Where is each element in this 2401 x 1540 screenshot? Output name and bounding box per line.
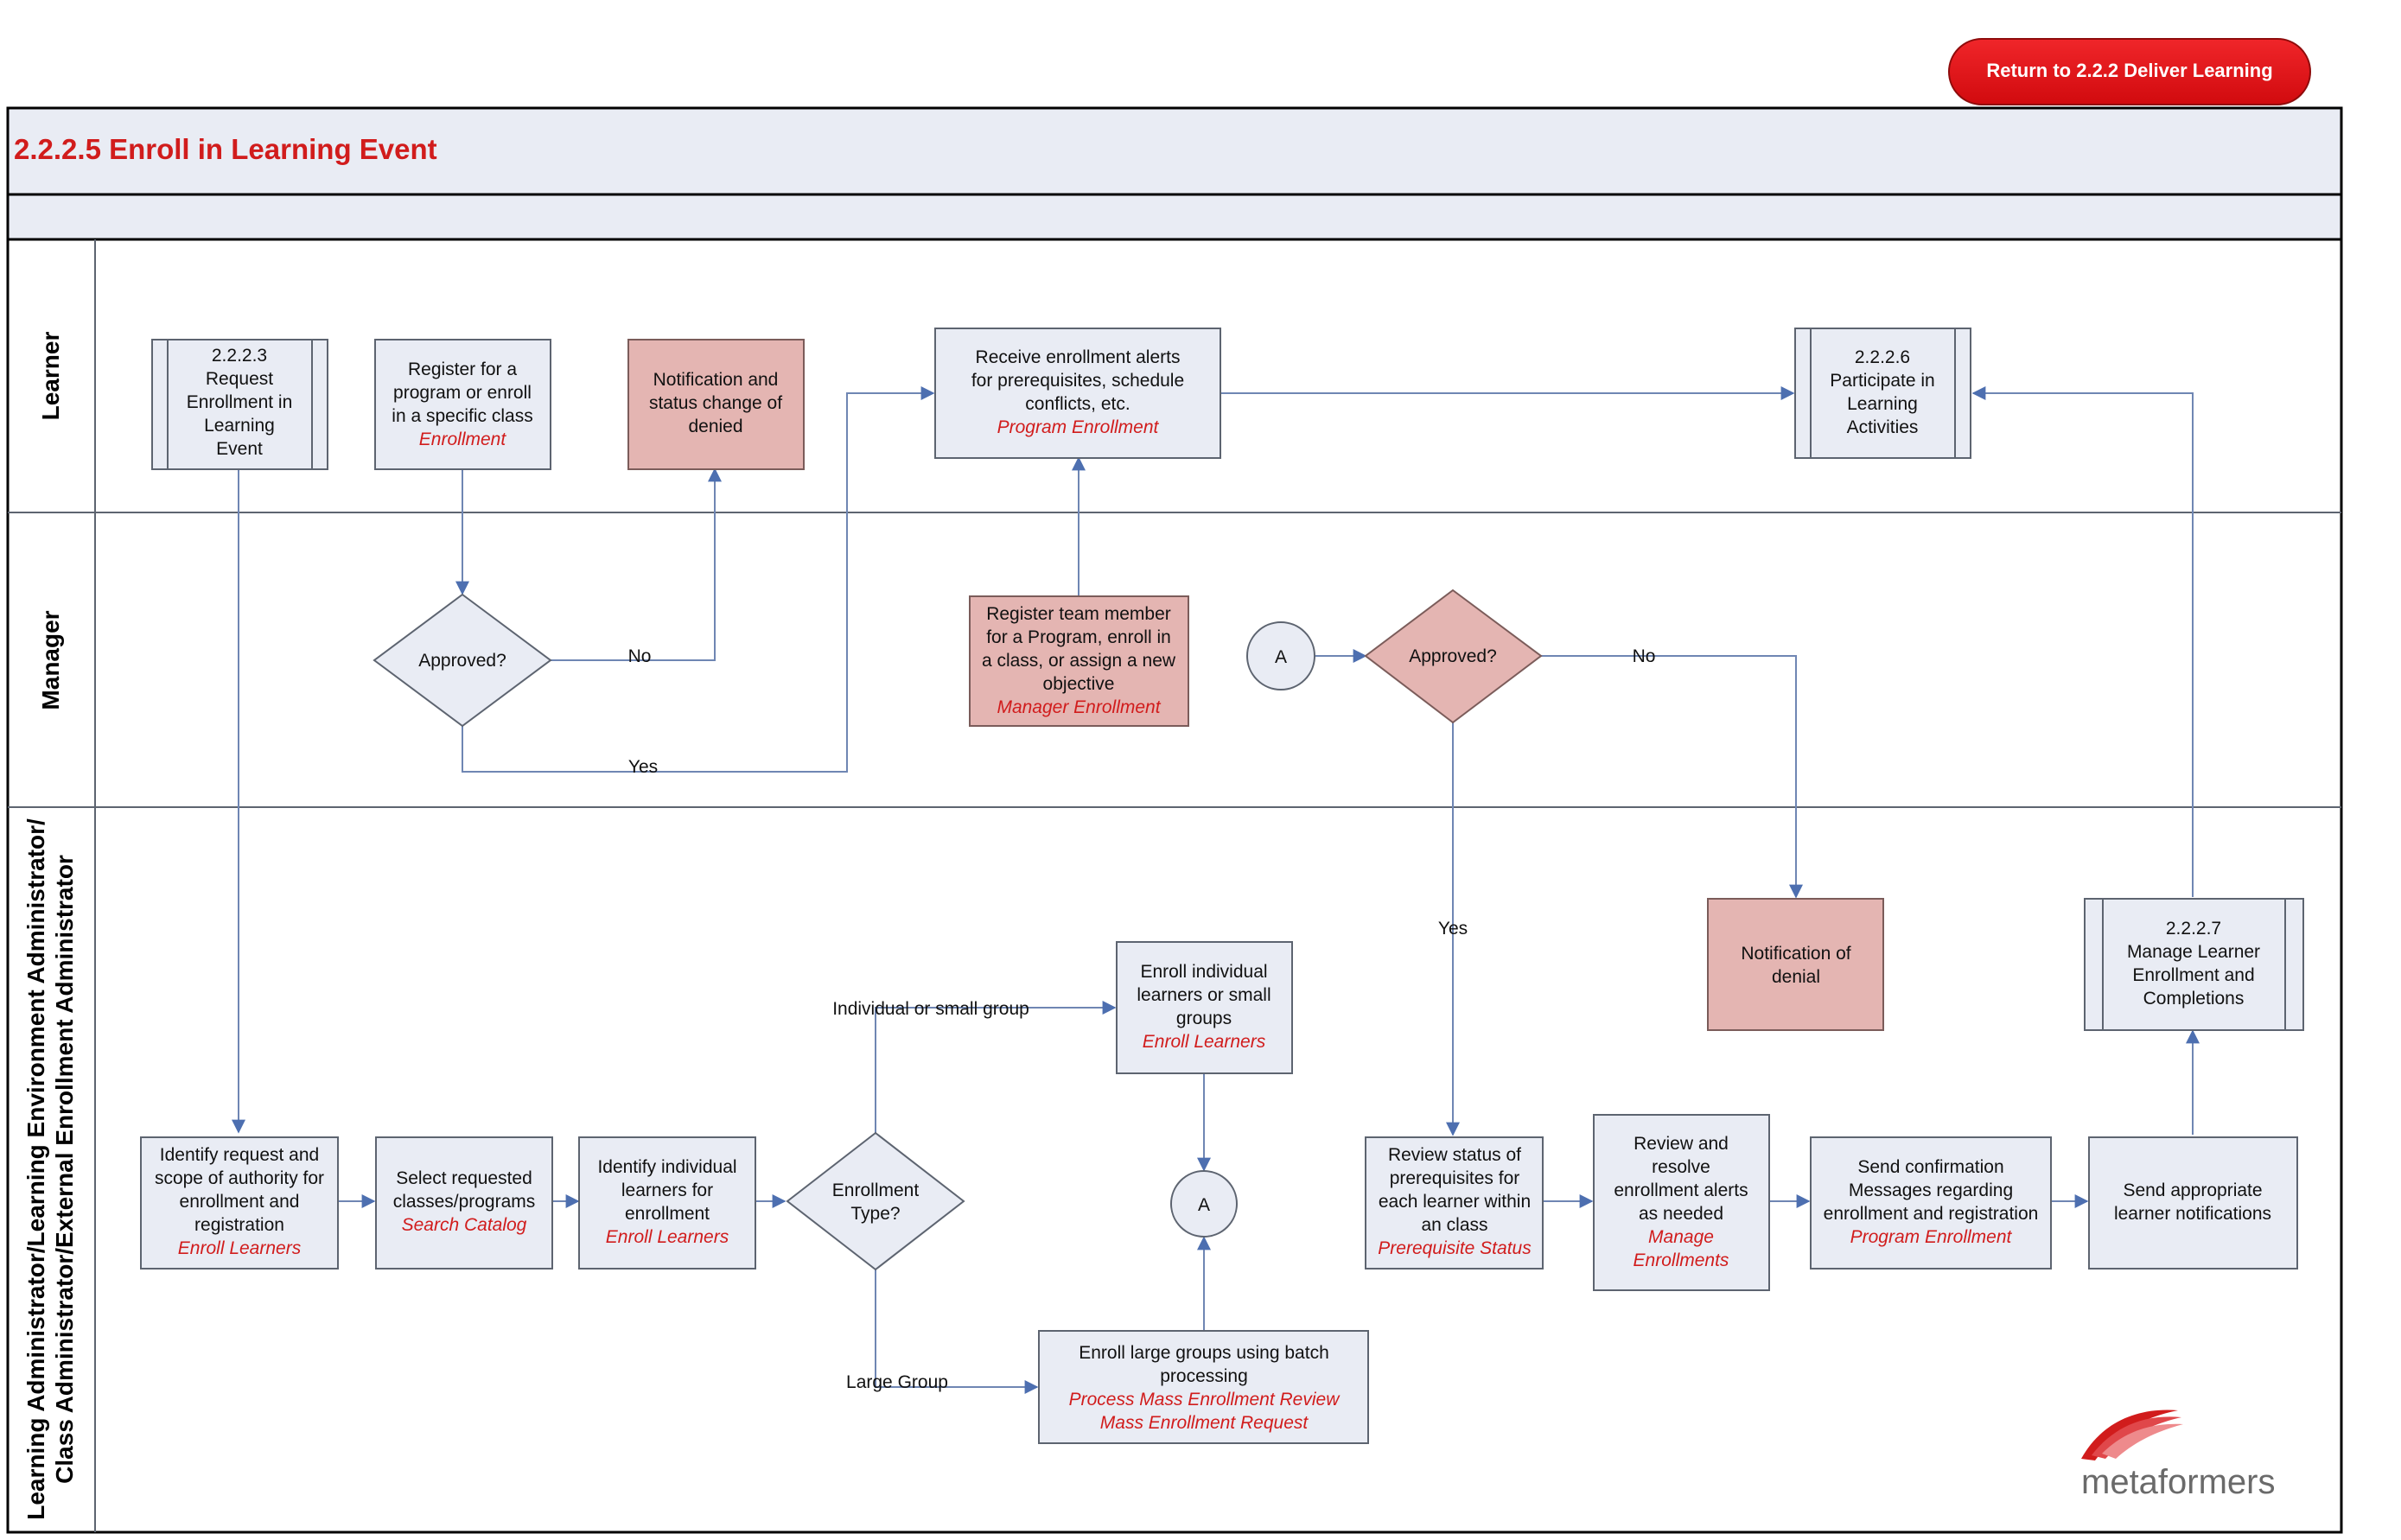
return-button[interactable]: Return to 2.2.2 Deliver Learning (1948, 38, 2311, 105)
lane-manager: Manager (37, 610, 64, 710)
subtitle-band (6, 193, 2343, 241)
svg-text:A: A (1198, 1195, 1210, 1215)
svg-text:Approved?: Approved? (418, 651, 506, 671)
connector-a-top: A (1246, 621, 1315, 690)
svg-text:Approved?: Approved? (1409, 646, 1497, 666)
lane-admin-line2: Class Administrator/External Enrollment … (51, 855, 78, 1484)
decision-approved-1[interactable]: Approved? (373, 593, 552, 728)
svg-text:metaformers: metaformers (2081, 1463, 2276, 1501)
edge-label-no-1: No (628, 646, 652, 666)
return-button-label: Return to 2.2.2 Deliver Learning (1986, 60, 2272, 81)
page-title: 2.2.2.5 Enroll in Learning Event (14, 133, 437, 165)
edge-label-yes-2: Yes (1438, 919, 1468, 939)
edge-label-no-2: No (1633, 646, 1656, 666)
lane-learner: Learner (37, 332, 64, 421)
title-band (6, 106, 2343, 196)
edge-label-large: Large Group (846, 1372, 948, 1392)
edge-label-yes-1: Yes (628, 757, 658, 777)
edge-label-individual: Individual or small group (832, 999, 1029, 1019)
lane-admin-line1: Learning Administrator/Learning Environm… (22, 818, 49, 1520)
connector-a-bottom: A (1170, 1170, 1238, 1238)
metaformers-logo: metaformers (2081, 1410, 2276, 1501)
decision-approved-2[interactable]: Approved? (1364, 589, 1543, 724)
svg-text:A: A (1275, 647, 1287, 667)
svg-text:Enroll large groups using batc: Enroll large groups using batchprocessin… (1069, 1343, 1341, 1433)
